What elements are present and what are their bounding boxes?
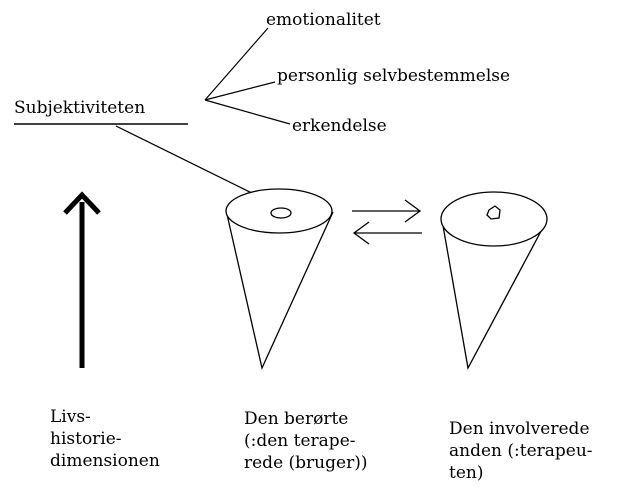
branch-label-erkendelse: erkendelse — [292, 116, 387, 136]
left-right-arrows-icon — [352, 199, 422, 245]
branch-connectors — [204, 27, 291, 125]
cone-icon — [440, 191, 548, 370]
branch-label-emotionalitet: emotionalitet — [266, 10, 381, 30]
branch-label-selvbestemmelse: personlig selvbestemmelse — [277, 66, 511, 86]
caption-den-involverede: Den involverede anden (:terapeu- ten) — [449, 419, 593, 483]
connector-emotionalitet — [204, 27, 269, 101]
connector-subject-cone — [115, 125, 263, 199]
caption-livshistorie: Livs- historie- dimensionen — [50, 407, 160, 471]
caption-den-beroerte: Den berørte (:den terape- rede (bruger)) — [244, 409, 368, 473]
connector-selvbestemmelse — [204, 81, 276, 101]
connector-erkendelse — [204, 99, 291, 125]
arrow-up-icon — [63, 191, 101, 368]
cone-icon — [225, 188, 334, 371]
subject-label: Subjektiviteten — [14, 98, 146, 118]
